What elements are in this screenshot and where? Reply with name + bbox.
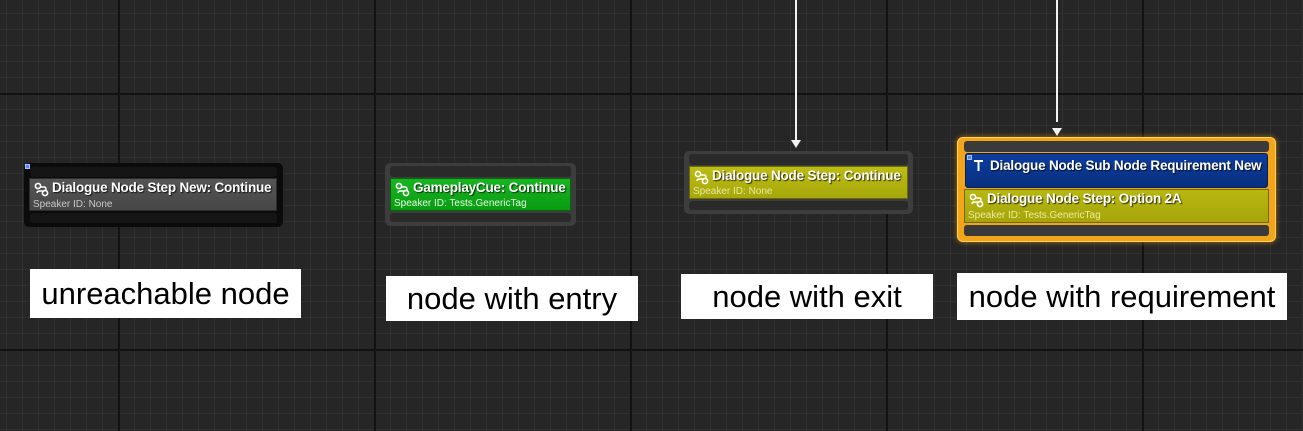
node-input-pin-bar[interactable] <box>30 167 277 177</box>
dialogue-step-icon <box>34 182 49 197</box>
caption-node-with-requirement: node with requirement <box>957 273 1287 320</box>
dialogue-step[interactable]: GameplayCue: Continue Speaker ID: Tests.… <box>390 178 571 211</box>
dialogue-step[interactable]: Dialogue Node Step: Option 2A Speaker ID… <box>964 189 1269 223</box>
speaker-id: Speaker ID: Tests.GenericTag <box>968 210 1101 221</box>
dialogue-step-icon <box>969 193 984 208</box>
speaker-id: Speaker ID: Tests.GenericTag <box>394 198 527 209</box>
entry-node[interactable]: GameplayCue: Continue Speaker ID: Tests.… <box>385 163 576 226</box>
step-title: Dialogue Node Step New: Continue <box>52 180 272 195</box>
node-output-pin-bar[interactable] <box>30 213 277 223</box>
exit-node[interactable]: Dialogue Node Step: Continue Speaker ID:… <box>684 151 913 214</box>
exec-wire-requirement-node[interactable] <box>1056 0 1058 122</box>
requirement-title: Dialogue Node Sub Node Requirement New <box>990 158 1262 173</box>
wire-arrow-icon <box>791 140 801 148</box>
exec-wire-exit-node[interactable] <box>795 0 797 140</box>
node-output-pin-bar[interactable] <box>390 213 571 222</box>
requirement-subnode[interactable]: Dialogue Node Sub Node Requirement New <box>965 153 1268 188</box>
dialogue-step[interactable]: Dialogue Node Step New: Continue Speaker… <box>29 178 277 211</box>
speaker-id: Speaker ID: None <box>693 186 773 197</box>
node-input-pin-bar[interactable] <box>964 141 1269 152</box>
requirement-node[interactable]: Dialogue Node Sub Node Requirement New D… <box>958 138 1275 241</box>
node-output-pin-bar[interactable] <box>689 201 908 210</box>
step-title: Dialogue Node Step: Option 2A <box>987 191 1182 206</box>
wire-arrow-icon <box>1052 128 1062 136</box>
node-output-pin-bar[interactable] <box>964 225 1269 236</box>
node-input-pin-bar[interactable] <box>390 166 571 177</box>
caption-unreachable-node: unreachable node <box>30 269 301 318</box>
speaker-id: Speaker ID: None <box>33 199 113 210</box>
node-corner-marker <box>25 164 30 169</box>
dialogue-step-icon <box>694 170 709 185</box>
dialogue-step[interactable]: Dialogue Node Step: Continue Speaker ID:… <box>689 166 908 199</box>
caption-node-with-exit: node with exit <box>681 274 933 319</box>
unreachable-node[interactable]: Dialogue Node Step New: Continue Speaker… <box>24 163 283 227</box>
caption-node-with-entry: node with entry <box>386 276 638 321</box>
dialogue-step-icon <box>395 182 410 197</box>
step-title: Dialogue Node Step: Continue <box>712 168 901 183</box>
requirement-icon <box>974 160 983 171</box>
node-input-pin-bar[interactable] <box>689 154 908 165</box>
step-title: GameplayCue: Continue <box>413 180 566 195</box>
subnode-corner-marker <box>967 155 972 160</box>
